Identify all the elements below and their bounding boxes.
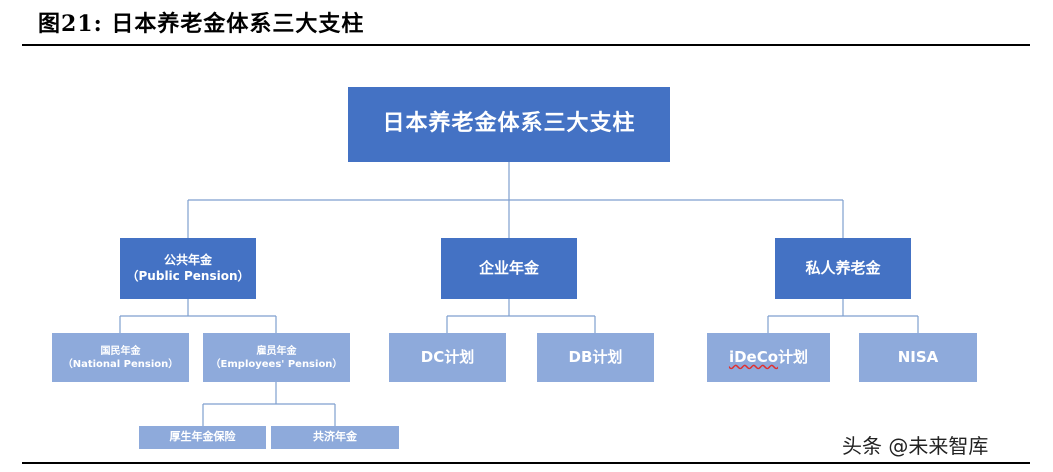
corporate-pension-label: 企业年金 [478,258,539,277]
db-plan-label: DB计划 [568,347,623,366]
ideco-name: iDeCo [728,347,779,366]
ideco-plan-node: iDeCo计划 [707,333,830,382]
dc-plan-label: DC计划 [420,347,475,366]
bottom-rule [22,462,1030,464]
public-pension-sublabel: （Public Pension） [126,268,250,283]
national-pension-label: 国民年金 [100,345,141,357]
public-pension-node: 公共年金 （Public Pension） [120,238,256,299]
private-pension-node: 私人养老金 [775,238,911,299]
watermark: 头条 @未来智库 [842,434,989,458]
kosei-nenkin-node: 厚生年金保险 [139,426,266,449]
kyosai-nenkin-label: 共济年金 [313,430,357,444]
kosei-nenkin-label: 厚生年金保险 [169,430,236,444]
dc-plan-node: DC计划 [389,333,506,382]
figure-title-text: 日本养老金体系三大支柱 [111,11,365,37]
root-node-label: 日本养老金体系三大支柱 [382,111,636,137]
national-pension-node: 国民年金 （National Pension） [52,333,189,382]
private-pension-label: 私人养老金 [805,258,881,277]
ideco-plan-label: iDeCo计划 [729,348,808,368]
top-rule [22,44,1030,46]
nisa-label: NISA [897,347,939,366]
root-node: 日本养老金体系三大支柱 [348,87,670,162]
employees-pension-node: 雇员年金 （Employees' Pension） [203,333,350,382]
nisa-node: NISA [859,333,977,382]
figure-label: 图21: [38,11,103,37]
kyosai-nenkin-node: 共济年金 [271,426,399,449]
corporate-pension-node: 企业年金 [441,238,577,299]
ideco-suffix: 计划 [778,347,809,366]
national-pension-sublabel: （National Pension） [62,358,179,370]
public-pension-label: 公共年金 [163,252,212,267]
db-plan-node: DB计划 [537,333,654,382]
employees-pension-sublabel: （Employees' Pension） [210,358,343,370]
figure-title: 图21: 日本养老金体系三大支柱 [38,6,364,38]
employees-pension-label: 雇员年金 [256,345,297,357]
